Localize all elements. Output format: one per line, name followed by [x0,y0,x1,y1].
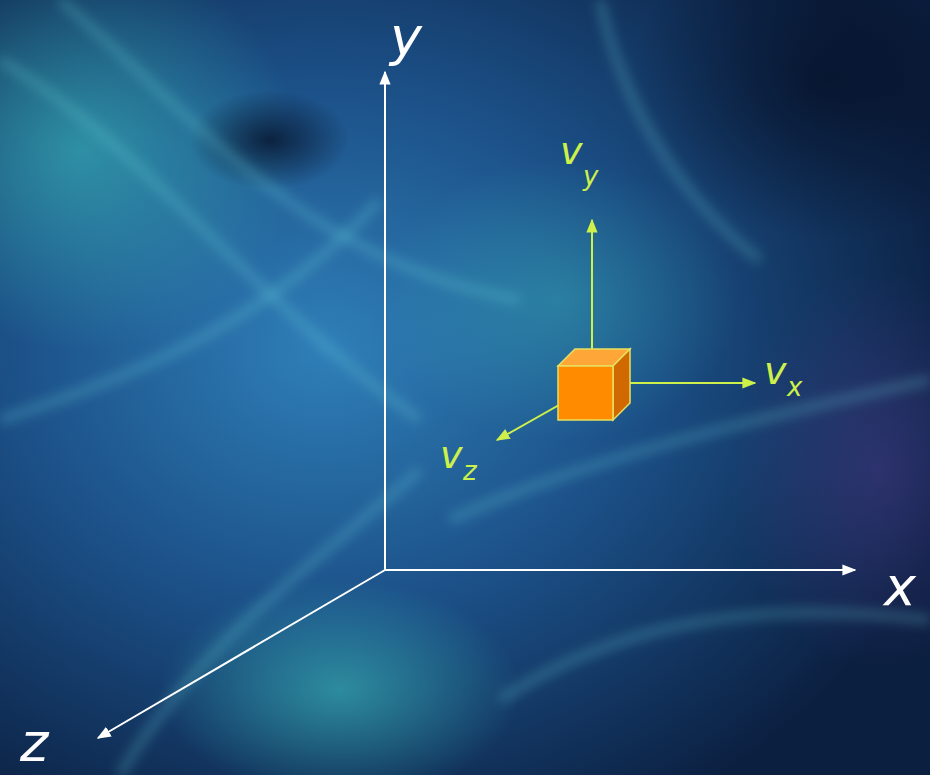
velocity-subscript: y [583,163,598,189]
velocity-symbol: v [764,352,787,390]
velocity-subscript: z [463,458,477,484]
coordinate-axes [98,72,855,738]
axis-label: z [20,716,48,770]
fluid-element-cube [558,349,630,420]
velocity-symbol: v [440,436,463,474]
velocity-symbol: v [560,132,583,170]
velocity-vectors [497,220,755,440]
axis-label: y [390,10,422,64]
velocity-subscript: x [787,374,802,400]
axis-label: x [884,560,916,614]
